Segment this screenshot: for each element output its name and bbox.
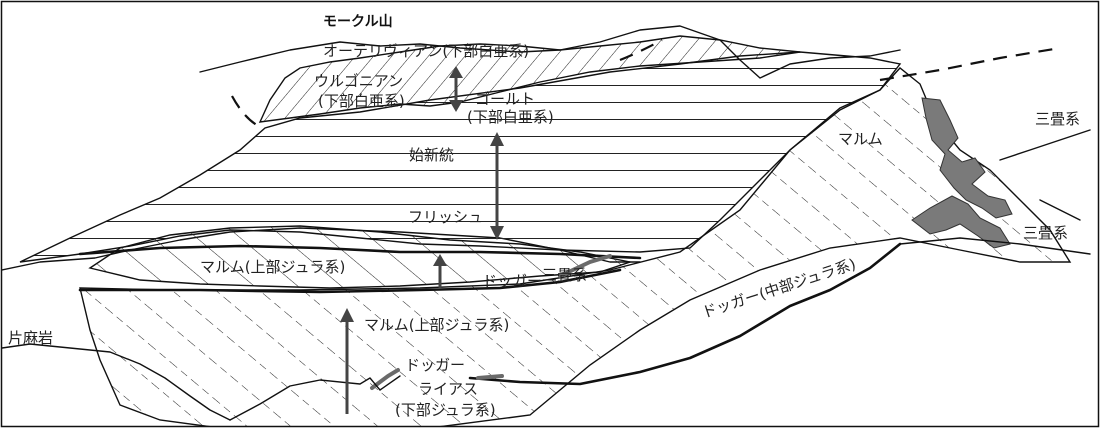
label-eocene: 始新統 — [409, 146, 454, 164]
urgonian-cap — [258, 35, 801, 123]
fault-top — [619, 39, 663, 62]
label-gault-1: ゴールト — [475, 90, 535, 108]
label-malm-upper-jurassic-2: マルム(上部ジュラ系) — [364, 316, 509, 334]
thrust-malm-base — [78, 268, 622, 294]
thickness-arrows — [340, 66, 504, 414]
thrust-flysch-base — [78, 244, 642, 260]
triassic-shaded-lower — [911, 195, 1011, 249]
summit-outline — [199, 25, 901, 79]
dogger-thrust — [468, 242, 902, 386]
right-basement-2 — [1039, 199, 1081, 221]
dogger-lens-center — [476, 374, 504, 380]
fault-left — [231, 95, 263, 129]
label-malm-upper-jurassic-1: マルム(上部ジュラ系) — [200, 258, 345, 276]
label-triassic-lower: 三畳系 — [1023, 224, 1068, 242]
triassic-lens-center — [558, 254, 612, 278]
basement-line — [229, 375, 401, 421]
dogger-lens-left — [370, 368, 400, 390]
right-crust-boundary — [899, 237, 1091, 255]
right-basement — [999, 129, 1091, 161]
label-urgonian-1: ウルゴニアン — [314, 72, 403, 90]
label-urgonian-2: (下部白亜系) — [318, 92, 405, 110]
label-schist: 片麻岩 — [8, 329, 53, 347]
malm-upper-jurassic-lens — [88, 225, 633, 289]
malm-lower-body — [79, 67, 1072, 426]
label-triassic-upper: 三畳系 — [1035, 110, 1080, 128]
label-mountain: モークル山 — [323, 14, 393, 30]
label-dogger-2: ドッガー — [405, 356, 465, 374]
label-lower-jurassic: (下部ジュラ系) — [395, 401, 496, 419]
schist-ground — [2, 343, 231, 421]
triassic-shaded-upper — [921, 97, 1013, 219]
label-dogger-1: ドッガー — [482, 272, 542, 290]
label-hauterivian: オーテリヴィアン(下部白亜系) — [323, 42, 529, 60]
label-lias: ライアス — [418, 380, 478, 398]
fault-right — [879, 46, 1061, 82]
label-gault-2: (下部白亜系) — [467, 108, 554, 126]
label-triassic-mid: 三畳系 — [542, 266, 587, 284]
label-flysch: フリッシュ — [408, 208, 483, 226]
label-malm-right: マルム — [838, 130, 883, 148]
